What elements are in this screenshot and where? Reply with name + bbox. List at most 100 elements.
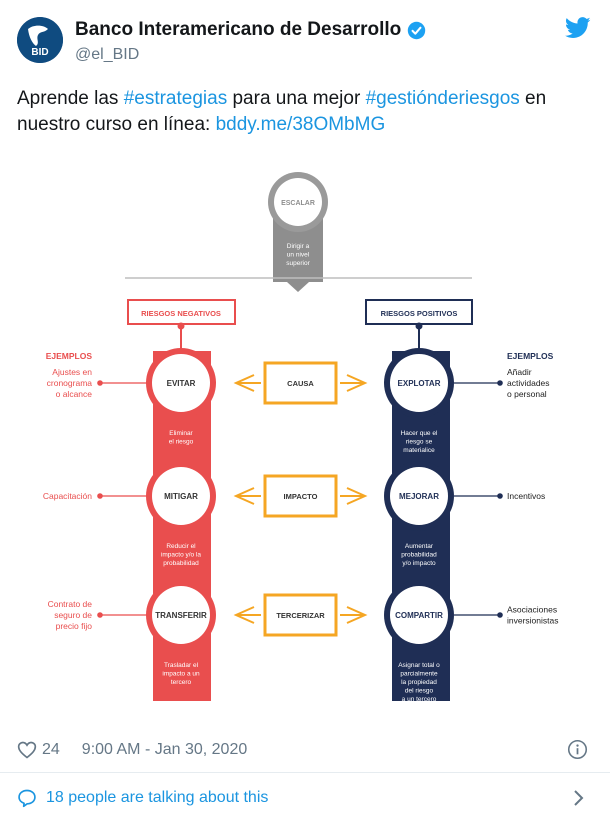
- right-example-text: actividades: [507, 378, 550, 388]
- twitter-bird-icon[interactable]: [565, 17, 591, 39]
- positive-connector-dot: [415, 322, 423, 330]
- left-example-text: o alcance: [56, 389, 93, 399]
- left-strategy-description: probabilidad: [163, 560, 199, 567]
- right-chevron: [346, 374, 368, 392]
- examples-label-right: EJEMPLOS: [507, 351, 554, 361]
- left-strategy-description: Reducir el: [166, 543, 196, 550]
- left-strategy-circle: [152, 467, 210, 525]
- right-strategy-description: la propiedad: [401, 679, 437, 686]
- tweet-text-part: Aprende las: [17, 88, 124, 109]
- right-example-dot: [497, 380, 503, 386]
- comment-bubble-icon: [18, 789, 36, 808]
- escalar-description: un nivel: [287, 252, 310, 259]
- info-icon[interactable]: [567, 739, 588, 760]
- right-strategy-description: del riesgo: [405, 688, 434, 695]
- right-strategy-description: Hacer que el: [401, 430, 438, 437]
- right-example-text: o personal: [507, 389, 547, 399]
- avatar[interactable]: BID: [17, 17, 63, 63]
- display-name[interactable]: Banco Interamericano de Desarrollo: [75, 19, 402, 40]
- conversation-footer[interactable]: 18 people are talking about this: [0, 773, 610, 820]
- right-strategy-description: Aumentar: [405, 543, 434, 550]
- infographic-svg: ESCALAR Dirigir a un nivelsuperiorRIESGOS …: [43, 172, 559, 703]
- tweet-text: Aprende las #estrategias para una mejor …: [17, 86, 593, 138]
- escalar-description: Dirigir a: [287, 243, 310, 250]
- right-strategy-description: parcialmente: [400, 671, 438, 678]
- right-chevron: [346, 487, 368, 505]
- escalar-label: ESCALAR: [281, 200, 315, 207]
- left-example-text: cronograma: [47, 378, 93, 388]
- left-chevron: [233, 374, 255, 392]
- right-strategy-label: EXPLOTAR: [398, 379, 441, 388]
- center-box: [263, 593, 338, 637]
- left-strategy-label: TRANSFERIR: [155, 611, 207, 620]
- tweet-meta: 24 9:00 AM - Jan 30, 2020: [17, 735, 593, 765]
- left-example-text: seguro de: [54, 610, 92, 620]
- right-strategy-circle: [390, 354, 448, 412]
- left-strategy-label: EVITAR: [167, 379, 196, 388]
- center-label: TERCERIZAR: [276, 611, 325, 620]
- right-example-text: Añadir: [507, 367, 532, 377]
- examples-label-left: EJEMPLOS: [46, 351, 93, 361]
- negative-header-label: RIESGOS NEGATIVOS: [141, 309, 221, 318]
- positive-header-box: [365, 299, 473, 325]
- right-example-dot: [497, 493, 503, 499]
- left-strategy-description: Trasladar el: [164, 662, 199, 669]
- escalar-circle: [274, 178, 322, 226]
- divider: [0, 772, 610, 773]
- right-strategy-description: y/o impacto: [402, 560, 436, 567]
- right-strategy-description: materialice: [403, 447, 435, 454]
- center-label: IMPACTO: [284, 492, 318, 501]
- escalar-description: superior: [286, 260, 310, 267]
- center-label: CAUSA: [287, 379, 314, 388]
- left-strategy-description: Eliminar: [169, 430, 193, 437]
- left-strategy-description: impacto a un: [162, 671, 200, 678]
- right-strategy-description: Asignar total o: [398, 662, 440, 669]
- left-strategy-description: el riesgo: [169, 439, 194, 446]
- escalar-arrow: [287, 282, 309, 292]
- left-example-text: Capacitación: [43, 491, 92, 501]
- left-example-dot: [97, 380, 103, 386]
- right-strategy-label: MEJORAR: [399, 492, 439, 501]
- verified-badge-icon: [408, 21, 426, 39]
- center-box: [263, 361, 338, 405]
- left-strategy-circle: [152, 354, 210, 412]
- left-strategy-description: impacto y/o la: [161, 552, 201, 559]
- timestamp[interactable]: 9:00 AM - Jan 30, 2020: [81, 741, 248, 758]
- right-strategy-circle: [390, 467, 448, 525]
- tweet-text-part: para una mejor: [227, 88, 366, 109]
- tweet-header: BID Banco Interamericano de Desarrollo @…: [0, 0, 610, 80]
- left-strategy-label: MITIGAR: [164, 492, 198, 501]
- right-example-text: inversionistas: [507, 616, 559, 626]
- left-example-text: precio fijo: [56, 621, 93, 631]
- right-example-text: Asociaciones: [507, 605, 557, 615]
- positive-header-label: RIESGOS POSITIVOS: [381, 309, 458, 318]
- right-strategy-label: COMPARTIR: [395, 611, 443, 620]
- right-strategy-circle: [390, 586, 448, 644]
- left-example-text: Contrato de: [48, 599, 93, 609]
- negative-connector-dot: [177, 322, 185, 330]
- hashtag-estrategias[interactable]: #estrategias: [123, 88, 228, 109]
- left-strategy-circle: [152, 586, 210, 644]
- tweet-text-part: en nuestro curso en línea:: [17, 88, 547, 135]
- hashtag-gestion-de-riesgos[interactable]: #gestiónderiesgos: [365, 88, 520, 109]
- chevron-right-icon[interactable]: [572, 790, 586, 806]
- left-example-dot: [97, 493, 103, 499]
- left-chevron: [233, 487, 255, 505]
- right-example-text: Incentivos: [507, 491, 545, 501]
- right-strategy-description: a un tercero: [402, 696, 437, 703]
- right-chevron: [346, 606, 368, 624]
- left-example-text: Ajustes en: [52, 367, 92, 377]
- like-count: 24: [42, 741, 60, 758]
- user-handle[interactable]: @el_BID: [75, 46, 140, 63]
- heart-icon[interactable]: [17, 740, 37, 760]
- left-strategy-description: tercero: [171, 679, 192, 686]
- right-example-dot: [497, 612, 503, 618]
- talking-about-link[interactable]: 18 people are talking about this: [46, 789, 269, 806]
- right-strategy-description: probabilidad: [401, 552, 437, 559]
- name-row: Banco Interamericano de Desarrollo: [75, 19, 426, 41]
- left-chevron: [233, 606, 255, 624]
- right-strategy-description: riesgo se: [406, 439, 433, 446]
- course-link[interactable]: bddy.me/38OMbMG: [215, 114, 386, 135]
- left-example-dot: [97, 612, 103, 618]
